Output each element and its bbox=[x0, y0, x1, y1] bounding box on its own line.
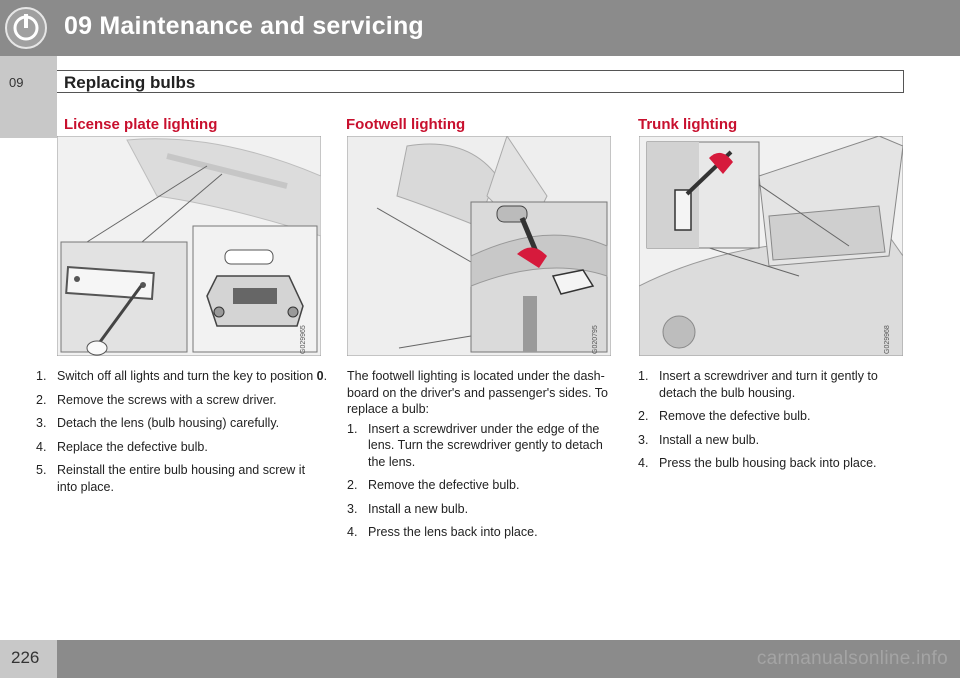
license-plate-lighting-heading: License plate lighting bbox=[64, 116, 218, 133]
list-item: 3.Install a new bulb. bbox=[638, 432, 760, 447]
watermark: carmanualsonline.info bbox=[756, 648, 948, 669]
trunk-lighting-steps: 1.Insert a screwdriver and turn it gentl… bbox=[638, 368, 908, 479]
page-footer bbox=[0, 640, 960, 678]
list-item: 3.Install a new bulb. bbox=[347, 501, 469, 516]
footwell-intro: The footwell lighting is located under t… bbox=[347, 369, 608, 416]
footwell-lighting-text: The footwell lighting is located under t… bbox=[347, 368, 617, 548]
license-plate-lighting-illustration bbox=[57, 136, 321, 356]
trunk-lighting-heading: Trunk lighting bbox=[638, 116, 738, 133]
section-title: Replacing bulbs bbox=[64, 73, 196, 92]
list-item: 5.Reinstall the entire bulb housing and … bbox=[36, 463, 306, 494]
chapter-side-tab bbox=[0, 56, 57, 138]
list-item: 1.Insert a screwdriver and turn it gentl… bbox=[638, 369, 878, 400]
section-title-bar bbox=[57, 70, 904, 93]
wrench-gear-icon bbox=[4, 6, 48, 50]
figure-code: G029968 bbox=[884, 325, 891, 354]
footwell-lighting-illustration bbox=[347, 136, 611, 356]
list-item: 4.Replace the defective bulb. bbox=[36, 439, 208, 454]
trunk-lighting-illustration bbox=[639, 136, 903, 356]
list-item: 2.Remove the defective bulb. bbox=[638, 409, 811, 423]
list-item: 3.Detach the lens (bulb housing) careful… bbox=[36, 416, 280, 430]
list-item: 2.Remove the screws with a screw driver. bbox=[36, 392, 277, 407]
list-item: 4.Press the lens back into place. bbox=[347, 525, 538, 539]
chapter-title: 09 Maintenance and servicing bbox=[64, 12, 424, 40]
list-item: 1.Insert a screwdriver under the edge of… bbox=[347, 421, 603, 469]
page-number: 226 bbox=[11, 648, 40, 667]
list-item: 1.Switch off all lights and turn the key… bbox=[36, 369, 328, 383]
footer-page-tab bbox=[0, 640, 57, 678]
chapter-header bbox=[0, 0, 960, 56]
list-item: 2.Remove the defective bulb. bbox=[347, 478, 520, 492]
chapter-number: 09 bbox=[9, 75, 24, 90]
list-item: 4.Press the bulb housing back into place… bbox=[638, 456, 877, 470]
license-plate-lighting-steps: 1.Switch off all lights and turn the key… bbox=[36, 368, 328, 502]
figure-code: G020795 bbox=[592, 325, 599, 354]
footwell-lighting-heading: Footwell lighting bbox=[346, 116, 466, 133]
figure-code: G029965 bbox=[300, 325, 307, 354]
